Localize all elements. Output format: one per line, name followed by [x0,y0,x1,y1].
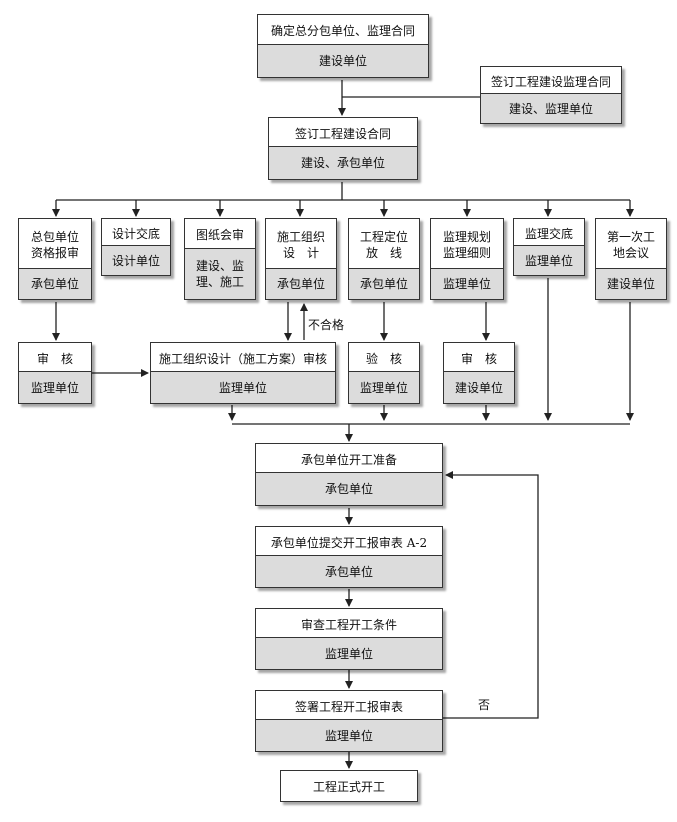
node-check: 审查工程开工条件 监理单位 [255,608,443,670]
node-start: 工程正式开工 [280,770,418,802]
node-inspection-party: 监理单位 [349,371,419,403]
label-no: 否 [478,698,491,712]
node-org-design-review: 施工组织设计（施工方案）审核 监理单位 [150,342,336,404]
node-first-meeting-title: 第一次工 地会议 [606,230,655,260]
node-sign-party: 监理单位 [256,719,442,751]
node-first-meeting: 第一次工 地会议 建设单位 [595,218,667,300]
node-org-design: 施工组织 设 计 承包单位 [265,218,337,300]
node-qualification-party: 承包单位 [19,268,91,299]
node-supervision-briefing: 监理交底 监理单位 [513,218,585,276]
label-fail: 不合格 [308,318,345,332]
node-positioning: 工程定位 放 线 承包单位 [348,218,420,300]
node-contract-top-party: 建设单位 [258,44,428,77]
node-prep: 承包单位开工准备 承包单位 [255,443,443,506]
node-drawing-review-party: 建设、监 理、施工 [185,248,255,299]
node-start-title: 工程正式开工 [312,780,385,794]
node-design-briefing-party: 设计单位 [102,245,170,275]
node-submit-title: 承包单位提交开工报审表 A-2 [270,535,428,550]
node-positioning-title: 工程定位 放 线 [359,230,408,260]
node-positioning-party: 承包单位 [349,268,419,299]
node-construction-contract-title: 签订工程建设合同 [294,126,391,141]
node-design-briefing: 设计交底 设计单位 [101,218,171,276]
node-review1: 审 核 监理单位 [18,342,92,404]
node-qualification: 总包单位 资格报审 承包单位 [18,218,92,300]
node-first-meeting-party: 建设单位 [596,268,666,299]
arrow-loop-back [443,471,539,719]
node-sign: 签署工程开工报审表 监理单位 [255,690,443,752]
node-drawing-review-title: 图纸会审 [195,228,244,242]
node-review2-title: 审 核 [460,351,497,366]
node-review1-title: 审 核 [36,351,73,366]
node-org-design-party: 承包单位 [266,268,336,299]
node-supervision-briefing-party: 监理单位 [514,245,584,275]
node-sign-title: 签署工程开工报审表 [294,699,403,714]
node-org-design-review-party: 监理单位 [151,371,335,403]
node-supervision-plan: 监理规划 监理细则 监理单位 [430,218,504,300]
node-review2-party: 建设单位 [444,371,514,403]
node-inspection-title: 验 核 [365,351,402,366]
node-supervision-contract-party: 建设、监理单位 [481,93,621,123]
node-org-design-title: 施工组织 设 计 [276,230,325,260]
node-submit: 承包单位提交开工报审表 A-2 承包单位 [255,526,443,588]
node-contract-top-title: 确定总分包单位、监理合同 [270,24,415,38]
node-supervision-plan-title: 监理规划 监理细则 [442,230,491,260]
node-check-title: 审查工程开工条件 [300,617,397,632]
node-supervision-contract-title: 签订工程建设监理合同 [490,74,611,89]
node-supervision-briefing-title: 监理交底 [524,226,573,241]
node-org-design-review-title: 施工组织设计（施工方案）审核 [158,351,327,366]
node-qualification-title: 总包单位 资格报审 [30,230,79,260]
node-supervision-plan-party: 监理单位 [431,268,503,299]
node-inspection: 验 核 监理单位 [348,342,420,404]
node-supervision-contract: 签订工程建设监理合同 建设、监理单位 [480,66,622,124]
node-submit-party: 承包单位 [256,555,442,587]
node-construction-contract: 签订工程建设合同 建设、承包单位 [268,117,418,180]
node-review2: 审 核 建设单位 [443,342,515,404]
node-construction-contract-party: 建设、承包单位 [269,146,417,179]
node-contract-top: 确定总分包单位、监理合同 建设单位 [257,14,429,78]
node-review1-party: 监理单位 [19,371,91,403]
node-check-party: 监理单位 [256,637,442,669]
node-drawing-review: 图纸会审 建设、监 理、施工 [184,218,256,300]
node-prep-party: 承包单位 [256,472,442,505]
node-prep-title: 承包单位开工准备 [300,452,397,467]
node-design-briefing-title: 设计交底 [111,226,160,241]
